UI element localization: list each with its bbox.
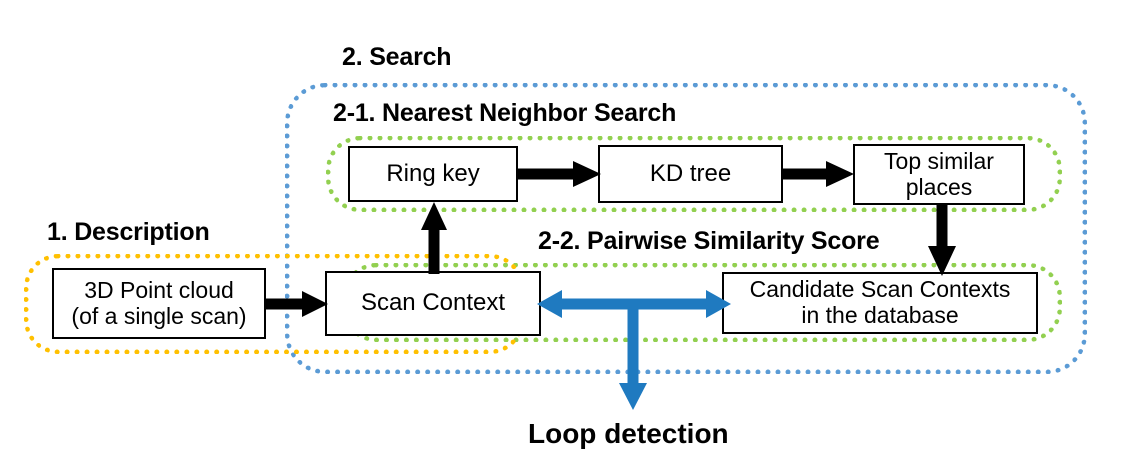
node-3d-point-cloud[interactable]: 3D Point cloud (of a single scan): [52, 268, 266, 339]
loop-detection-label: Loop detection: [528, 418, 729, 449]
arrow-kdtree-to-topsimilar: [782, 161, 854, 187]
node-ring-key-label: Ring key: [386, 159, 480, 187]
node-ring-key[interactable]: Ring key: [348, 146, 518, 202]
arrow-topsimilar-to-candidate: [928, 204, 956, 276]
node-3d-point-cloud-line1: 3D Point cloud: [84, 276, 234, 303]
node-scan-context[interactable]: Scan Context: [325, 271, 541, 336]
node-top-similar-places-line1: Top similar: [884, 147, 994, 174]
group-nearest-neighbor-search-label: 2-1. Nearest Neighbor Search: [333, 99, 677, 127]
node-3d-point-cloud-line2: (of a single scan): [71, 302, 247, 329]
arrow-scancontext-to-ringkey: [421, 202, 447, 274]
group-search-label: 2. Search: [342, 43, 452, 71]
node-candidate-scan-contexts-line1: Candidate Scan Contexts: [749, 276, 1011, 303]
arrow-pointcloud-to-scancontext: [264, 291, 328, 317]
node-kd-tree[interactable]: KD tree: [598, 145, 783, 203]
arrow-ringkey-to-kdtree: [517, 161, 601, 187]
node-scan-context-label: Scan Context: [360, 289, 506, 317]
node-top-similar-places-line2: places: [905, 173, 973, 200]
node-top-similar-places[interactable]: Top similar places: [853, 144, 1025, 205]
arrow-pairwise-compare-and-loop: [537, 290, 731, 410]
group-search: [285, 83, 1087, 374]
group-description-label: 1. Description: [47, 218, 210, 246]
node-candidate-scan-contexts[interactable]: Candidate Scan Contexts in the database: [722, 272, 1038, 334]
node-candidate-scan-contexts-line2: in the database: [801, 302, 959, 328]
group-nearest-neighbor-search: [326, 136, 1062, 212]
node-kd-tree-label: KD tree: [649, 159, 732, 187]
group-pairwise-similarity-score-label: 2-2. Pairwise Similarity Score: [538, 227, 880, 255]
